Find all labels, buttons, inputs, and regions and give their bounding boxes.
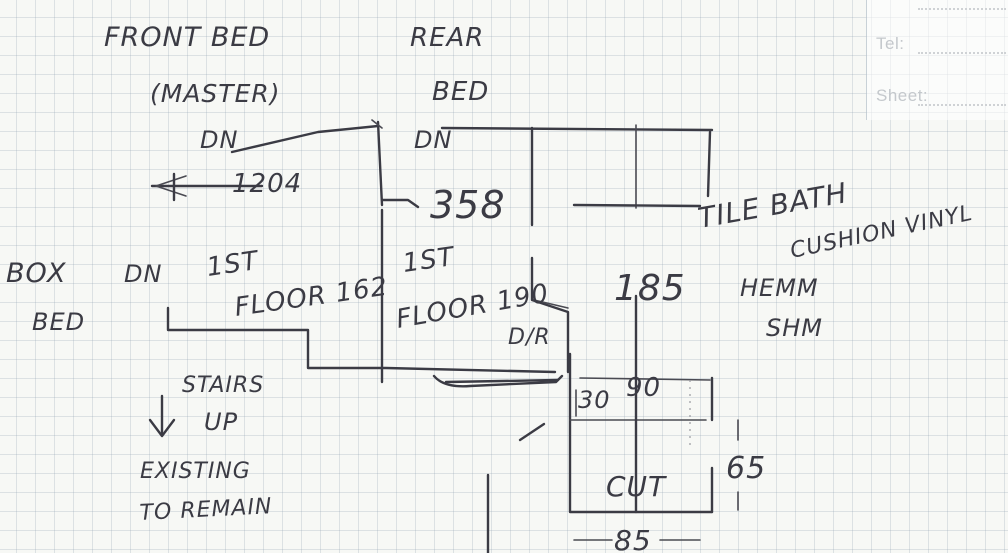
landing-outline: [166, 306, 557, 374]
tel-label: Tel:: [876, 34, 905, 53]
landing-step-curve: [432, 374, 564, 388]
front-bed-dim-arrow: [155, 175, 187, 197]
front-bed-wall-bottom: [380, 198, 420, 209]
front-bed-label: FRONT BED: [104, 22, 270, 53]
dim-185-label: 185: [614, 268, 686, 309]
first-floor-190-label: 1ST: [401, 242, 458, 279]
dim-85-label: 85: [614, 524, 652, 553]
rear-bed-label: REAR: [410, 23, 484, 53]
dr-door-line: [530, 256, 570, 374]
rear-bed-dn-label: DN: [414, 126, 452, 154]
bath-right-wall: [706, 130, 712, 198]
front-bed-wall-right: [376, 120, 384, 207]
cut-label: CUT: [606, 470, 667, 503]
front-bed-wall-tick: [371, 119, 383, 129]
first-floor-162-label: 1ST: [205, 246, 262, 283]
shm-label: SHM: [766, 314, 823, 342]
dim-1204-label: 1204: [232, 169, 302, 199]
hemm-label: HEMM: [740, 274, 819, 302]
dim-358-label: 358: [430, 183, 506, 227]
front-bed-master-label: (MASTER): [150, 79, 281, 108]
rear-bed-top-wall: [440, 126, 714, 132]
bath-box-left-bottom: [568, 352, 714, 514]
stair-hatch-mark: [518, 422, 546, 442]
title-block: [866, 0, 1008, 120]
stairs-up-label-2: UP: [204, 408, 238, 436]
landing-step-line: [444, 378, 560, 384]
box-dn-label: DN: [124, 260, 162, 288]
front-bed-door-swing: [230, 124, 380, 154]
box-bed-label-2: BED: [32, 308, 85, 336]
existing-label: EXISTING: [140, 459, 251, 484]
tel-line: [918, 52, 1006, 54]
rear-bed-label-2: BED: [432, 77, 489, 107]
front-bed-dn-label: DN: [200, 126, 238, 154]
sheet-line: [918, 104, 1006, 106]
dr-label: D/R: [508, 325, 551, 350]
bath-box-top-line: [579, 377, 711, 381]
stairs-up-label: STAIRS: [182, 373, 264, 398]
bath-horizontal-line: [572, 203, 702, 208]
first-floor-162-label-2: FLOOR 162: [233, 272, 390, 323]
to-remain-label: TO REMAIN: [139, 494, 273, 526]
tile-bath-label: TILE BATH: [695, 176, 849, 235]
stairs-arrow-head: [148, 418, 176, 438]
sheet-label: Sheet:: [876, 86, 929, 105]
box-bed-label: BOX: [6, 258, 67, 289]
dim-90-label: 90: [626, 373, 661, 403]
title-block-line: [918, 8, 1006, 10]
dim-30-label: 30: [578, 386, 611, 414]
dim-65-label: 65: [726, 451, 766, 486]
dr-door-swing: [533, 299, 569, 309]
